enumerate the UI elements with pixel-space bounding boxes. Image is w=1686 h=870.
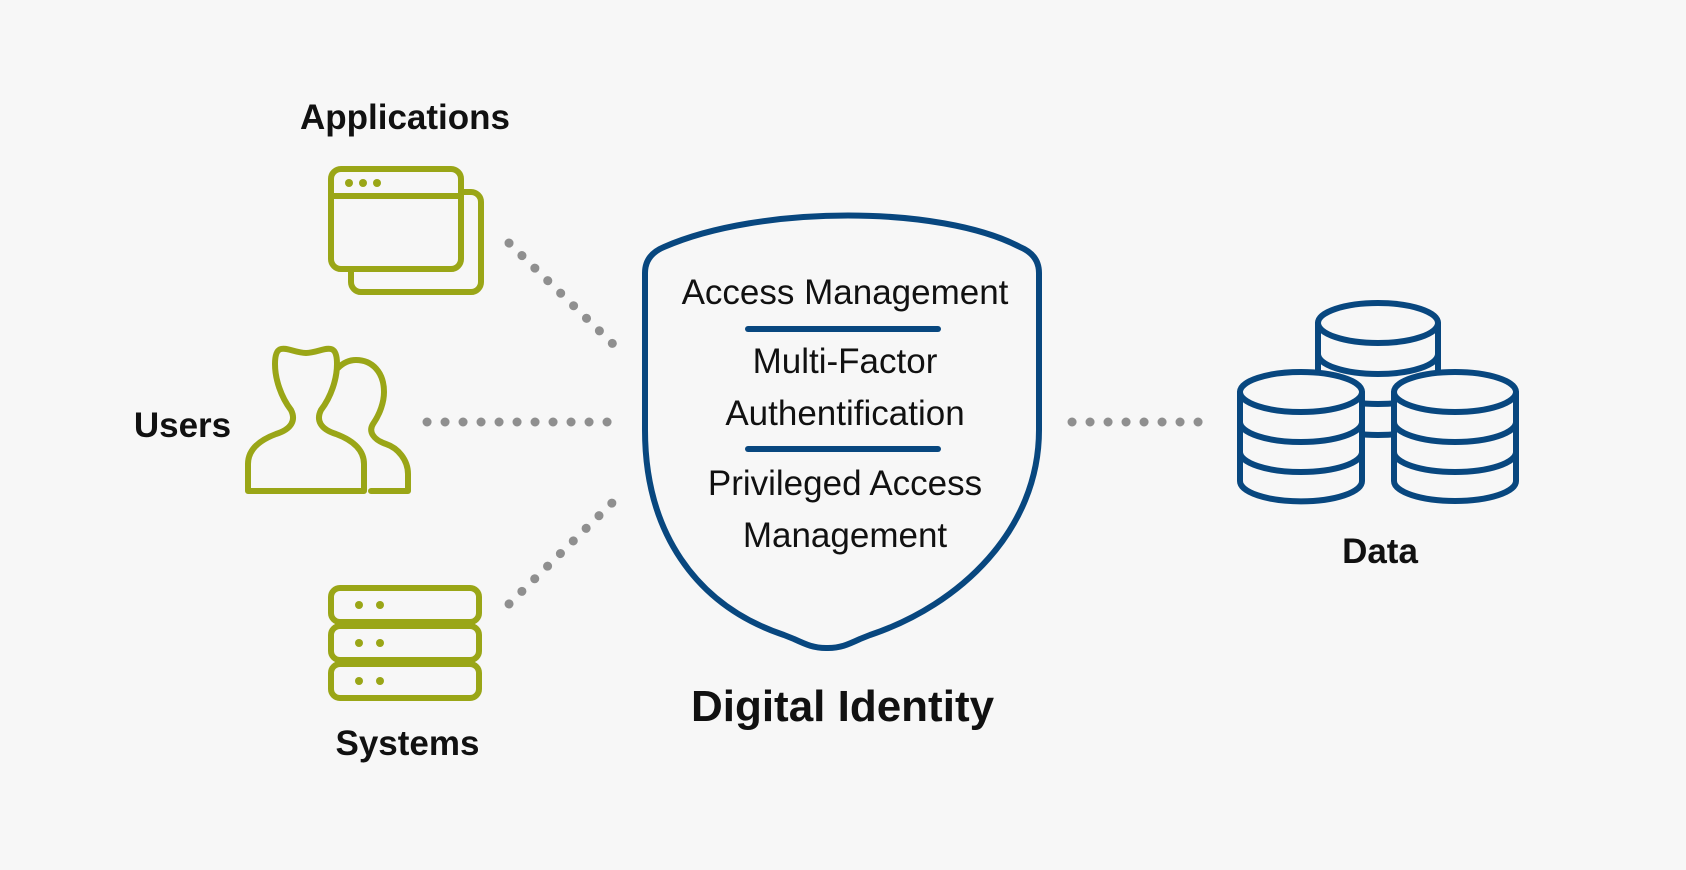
digital-identity-title: Digital Identity bbox=[690, 682, 995, 731]
connectors bbox=[422, 238, 1210, 609]
shield-icon bbox=[642, 212, 1042, 651]
server-stack-icon bbox=[328, 585, 482, 701]
connector-systems bbox=[504, 495, 620, 609]
data-label: Data bbox=[1342, 532, 1418, 571]
shield-item-privileged-access-management: Privileged Access Management bbox=[707, 464, 983, 555]
users-icon bbox=[245, 345, 411, 494]
shield-item-multi-factor-authentification: Multi-Factor Authentification bbox=[725, 342, 965, 433]
systems-label: Systems bbox=[335, 724, 480, 763]
database-right bbox=[1391, 369, 1519, 504]
applications-label: Applications bbox=[299, 98, 511, 137]
application-windows-icon bbox=[328, 166, 484, 295]
connector-applications bbox=[504, 238, 620, 351]
users-label: Users bbox=[133, 406, 232, 445]
database-icon bbox=[1237, 300, 1519, 505]
database-left bbox=[1237, 369, 1365, 505]
shield-item-access-management: Access Management bbox=[681, 273, 1009, 312]
